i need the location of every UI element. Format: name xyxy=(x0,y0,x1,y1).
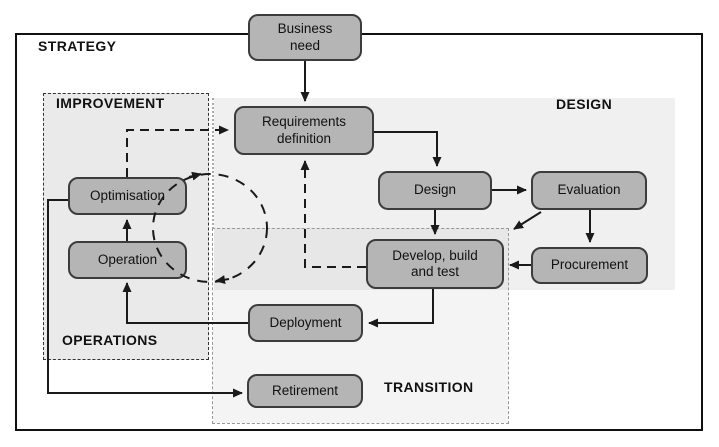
node-design-label: Design xyxy=(413,182,457,198)
node-requirements-definition-label: Requirements definition xyxy=(261,114,347,146)
operations-region-label: OPERATIONS xyxy=(62,332,158,348)
node-business-need-label: Business need xyxy=(277,21,333,53)
strategy-region-border xyxy=(15,33,703,431)
strategy-region-label: STRATEGY xyxy=(38,38,117,54)
node-design: Design xyxy=(378,171,492,210)
node-develop-build-test: Develop, build and test xyxy=(366,239,504,289)
node-requirements-definition: Requirements definition xyxy=(234,106,374,155)
node-retirement-label: Retirement xyxy=(271,382,339,398)
transition-region-label: TRANSITION xyxy=(384,379,474,395)
node-optimisation: Optimisation xyxy=(68,177,187,215)
node-retirement: Retirement xyxy=(247,374,363,408)
node-operation-label: Operation xyxy=(97,251,158,267)
node-optimisation-label: Optimisation xyxy=(89,187,166,203)
node-deployment-label: Deployment xyxy=(269,314,342,330)
improvement-region-label: IMPROVEMENT xyxy=(56,95,165,111)
node-procurement-label: Procurement xyxy=(550,257,629,273)
design-region-label: DESIGN xyxy=(556,96,613,112)
node-develop-build-test-label: Develop, build and test xyxy=(392,247,478,279)
node-operation: Operation xyxy=(68,241,187,279)
node-evaluation-label: Evaluation xyxy=(557,182,621,198)
node-evaluation: Evaluation xyxy=(531,171,647,210)
node-business-need: Business need xyxy=(248,14,362,61)
node-deployment: Deployment xyxy=(248,304,363,342)
node-procurement: Procurement xyxy=(531,247,648,284)
